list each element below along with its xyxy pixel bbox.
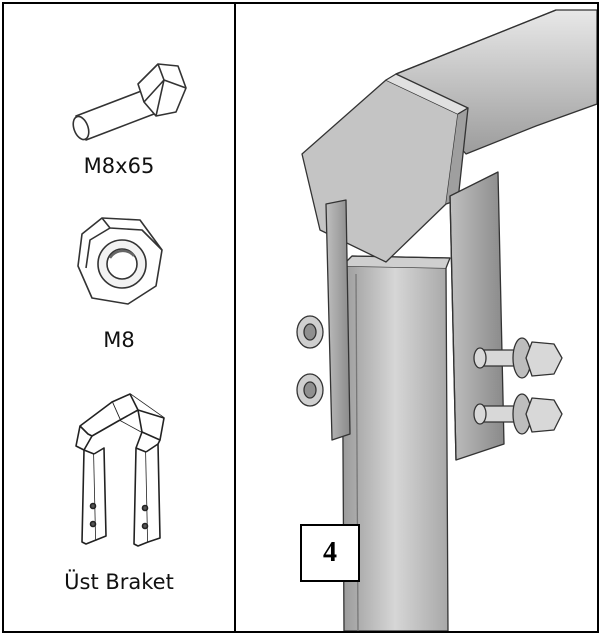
upper-bracket-icon bbox=[75, 393, 165, 547]
bolt-icon bbox=[72, 63, 187, 141]
bolt-label: M8x65 bbox=[83, 154, 155, 178]
assembly-view bbox=[236, 4, 597, 631]
hex-nut-icon bbox=[77, 217, 163, 305]
step-number-box: 4 bbox=[300, 524, 360, 582]
frame-assembly-illustration bbox=[296, 9, 597, 631]
bracket-label: Üst Braket bbox=[64, 570, 174, 594]
panel-divider bbox=[234, 4, 236, 631]
parts-panel: M8x65 M8 bbox=[4, 4, 234, 631]
nut-label: M8 bbox=[103, 328, 135, 352]
